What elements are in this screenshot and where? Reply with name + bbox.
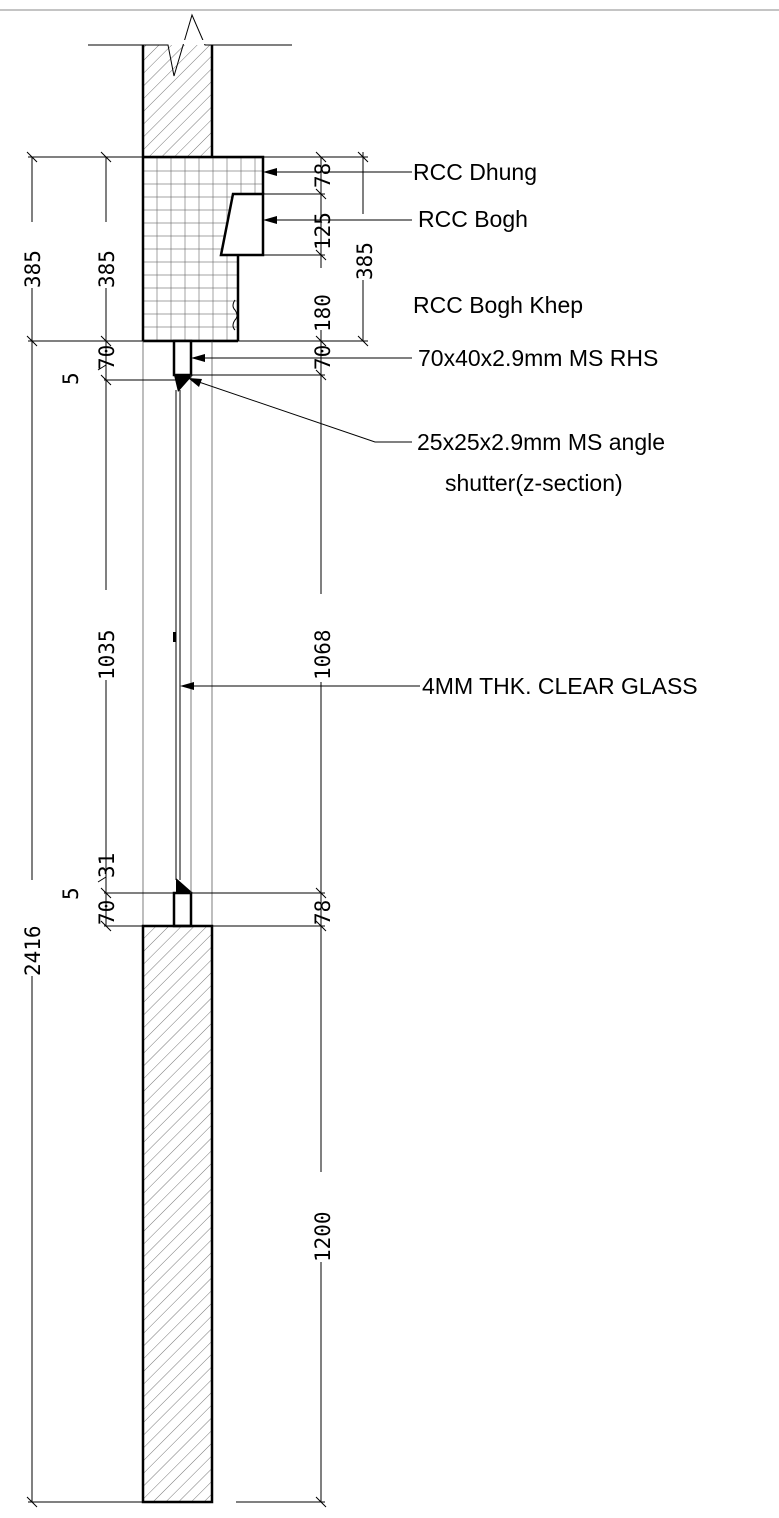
dim-lintel-78: 78 <box>311 163 335 188</box>
dim-bogh-125: 125 <box>311 212 335 250</box>
dim-gap-top: 5 <box>59 372 83 385</box>
label-rcc-dhung: RCC Dhung <box>413 159 537 185</box>
glass-pane <box>173 375 192 893</box>
dim-outer-top: 385 <box>21 250 45 288</box>
leader-rcc-dhung <box>263 168 412 176</box>
khep-groove <box>232 299 238 331</box>
angle-top <box>174 375 193 392</box>
leader-glass <box>180 682 420 690</box>
dim-outer-total: 2416 <box>21 925 45 976</box>
label-glass: 4MM THK. CLEAR GLASS <box>422 673 698 699</box>
rhs-bottom <box>172 891 193 928</box>
break-line <box>88 13 292 77</box>
angle-bottom <box>176 878 193 893</box>
dim-gap-bottom: 5 <box>59 887 83 900</box>
leader-rcc-bogh <box>263 216 412 224</box>
dim-frame-bottom-left: 70 <box>95 900 119 925</box>
label-rhs: 70x40x2.9mm MS RHS <box>418 345 658 371</box>
dim-khep-180: 180 <box>311 294 335 332</box>
dim-inner-top: 385 <box>95 250 119 288</box>
dim-frame-top-right: 70 <box>311 345 335 370</box>
label-angle-line1: 25x25x2.9mm MS angle <box>417 429 665 455</box>
leader-angle <box>188 378 412 443</box>
dim-glass-left: 1035 <box>95 629 119 680</box>
leader-rhs <box>191 354 412 362</box>
dim-right-outer <box>238 151 369 347</box>
rhs-top <box>172 339 193 377</box>
label-rcc-bogh-khep: RCC Bogh Khep <box>413 292 583 318</box>
label-rcc-bogh: RCC Bogh <box>418 206 528 232</box>
rcc-dhung-block <box>141 155 265 343</box>
dim-glass-right: 1068 <box>311 629 335 680</box>
lower-wall <box>141 924 214 1504</box>
label-angle-line2: shutter(z-section) <box>445 470 623 496</box>
dim-right-top: 385 <box>353 242 377 280</box>
dim-outer-left <box>26 151 143 1508</box>
dim-frame-bottom-right: 78 <box>311 900 335 925</box>
upper-wall <box>88 13 292 157</box>
dim-frame-top-left: 70 <box>95 345 119 370</box>
dim-sill: 1200 <box>311 1211 335 1262</box>
dim-bottom-31: 31 <box>95 853 119 878</box>
